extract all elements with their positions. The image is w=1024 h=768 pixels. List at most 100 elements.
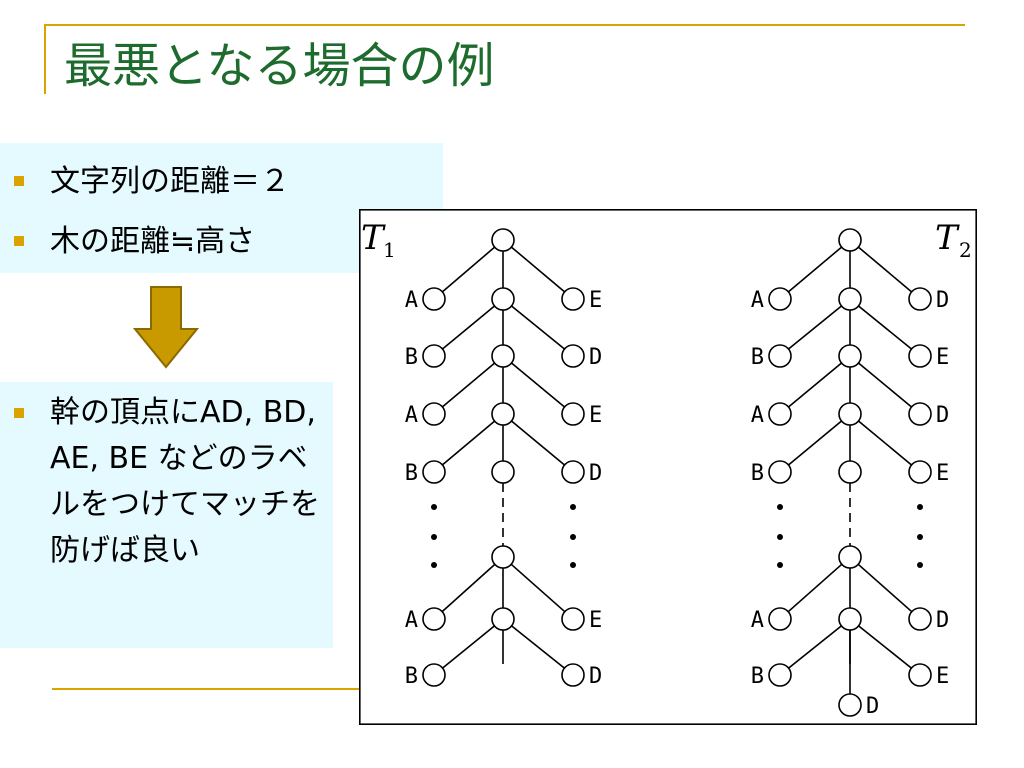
leaf-node [908,287,932,311]
spine-node [491,344,515,368]
leaf-node [908,344,932,368]
top-rule [44,24,965,26]
ellipsis-dot [570,504,576,510]
spine-node [838,607,862,631]
tree-name-label: T [935,218,960,258]
ellipsis-dot [570,534,576,540]
branch-edge [510,246,566,293]
branch-edge [858,305,912,350]
ellipsis-dot [917,504,923,510]
ellipsis-dot [431,504,437,510]
leaf-node [561,287,585,311]
spine-node [838,402,862,426]
node-label: E [936,664,949,689]
node-label: D [589,664,602,689]
bottom-rule [52,688,362,690]
leaf-node [422,344,446,368]
node-label: A [405,403,418,428]
branch-edge [787,246,843,293]
ellipsis-dot [777,534,783,540]
square-bullet-icon [14,176,24,186]
ellipsis-dot [917,562,923,568]
leaf-node [561,344,585,368]
leaf-node [768,287,792,311]
node-label: A [751,288,764,313]
spine-node [491,402,515,426]
spine-node [838,545,862,569]
spine-node [491,228,515,252]
leaf-node [561,607,585,631]
spine-node [838,344,862,368]
branch-edge [857,563,913,613]
node-label: E [589,403,602,428]
node-label: B [751,345,764,370]
node-label: A [405,608,418,633]
leaf-node [768,460,792,484]
leaf-node [908,460,932,484]
branch-edge [510,563,566,613]
branch-edge [510,420,566,466]
node-label: B [751,461,764,486]
node-label: B [405,461,418,486]
branch-edge [787,420,843,466]
node-label: A [751,403,764,428]
leaf-node [768,344,792,368]
node-label: B [405,345,418,370]
bullet-item: 幹の頂点にAD, BD, AE, BE などのラベルをつけてマッチを防げば良い [0,390,320,574]
node-label: D [589,345,602,370]
branch-edge [511,305,565,350]
branch-edge [787,563,843,613]
tree-name-subscript: 2 [959,238,972,262]
node-label: B [751,664,764,689]
bullet-box-bottom [0,382,333,648]
ellipsis-dot [431,562,437,568]
spine-node [491,287,515,311]
branch-edge [441,305,496,350]
node-label: E [589,608,602,633]
branch-edge [442,625,495,669]
leaf-node [768,402,792,426]
spine-node [491,607,515,631]
bullet-list-top: 文字列の距離＝２ 木の距離≒高さ [0,152,443,272]
leaf-node [768,663,792,687]
bullet-item: 木の距離≒高さ [0,212,443,272]
bullet-text: 木の距離≒高さ [50,224,256,259]
spine-node [491,460,515,484]
ellipsis-dot [917,534,923,540]
bullet-text: 幹の頂点にAD, BD, AE, BE などのラベルをつけてマッチを防げば良い [50,395,320,568]
branch-edge [441,563,496,613]
ellipsis-dot [570,562,576,568]
tree-name-subscript: 1 [383,238,396,262]
leaf-node [908,607,932,631]
node-label: D [866,694,879,719]
bullet-text: 文字列の距離＝２ [50,164,290,199]
bullet-list-bottom: 幹の頂点にAD, BD, AE, BE などのラベルをつけてマッチを防げば良い [0,390,320,574]
leaf-node [768,607,792,631]
branch-edge [858,625,912,669]
spine-node [838,287,862,311]
leaf-node [561,663,585,687]
node-label: D [936,288,949,313]
spine-node [838,460,862,484]
node-label: D [936,608,949,633]
node-label: B [405,664,418,689]
ellipsis-dot [777,562,783,568]
node-label: A [405,288,418,313]
left-rule [44,24,46,94]
spine-node [838,693,862,717]
node-label: E [589,288,602,313]
leaf-node [422,460,446,484]
branch-edge [510,362,566,408]
node-label: D [936,403,949,428]
branch-edge [857,420,913,466]
branch-edge [511,625,565,669]
slide-title: 最悪となる場合の例 [64,38,495,94]
leaf-node [422,402,446,426]
square-bullet-icon [14,236,24,246]
leaf-node [422,607,446,631]
branch-edge [441,362,496,408]
node-label: E [936,345,949,370]
diagram-frame [359,209,977,725]
ellipsis-dot [431,534,437,540]
